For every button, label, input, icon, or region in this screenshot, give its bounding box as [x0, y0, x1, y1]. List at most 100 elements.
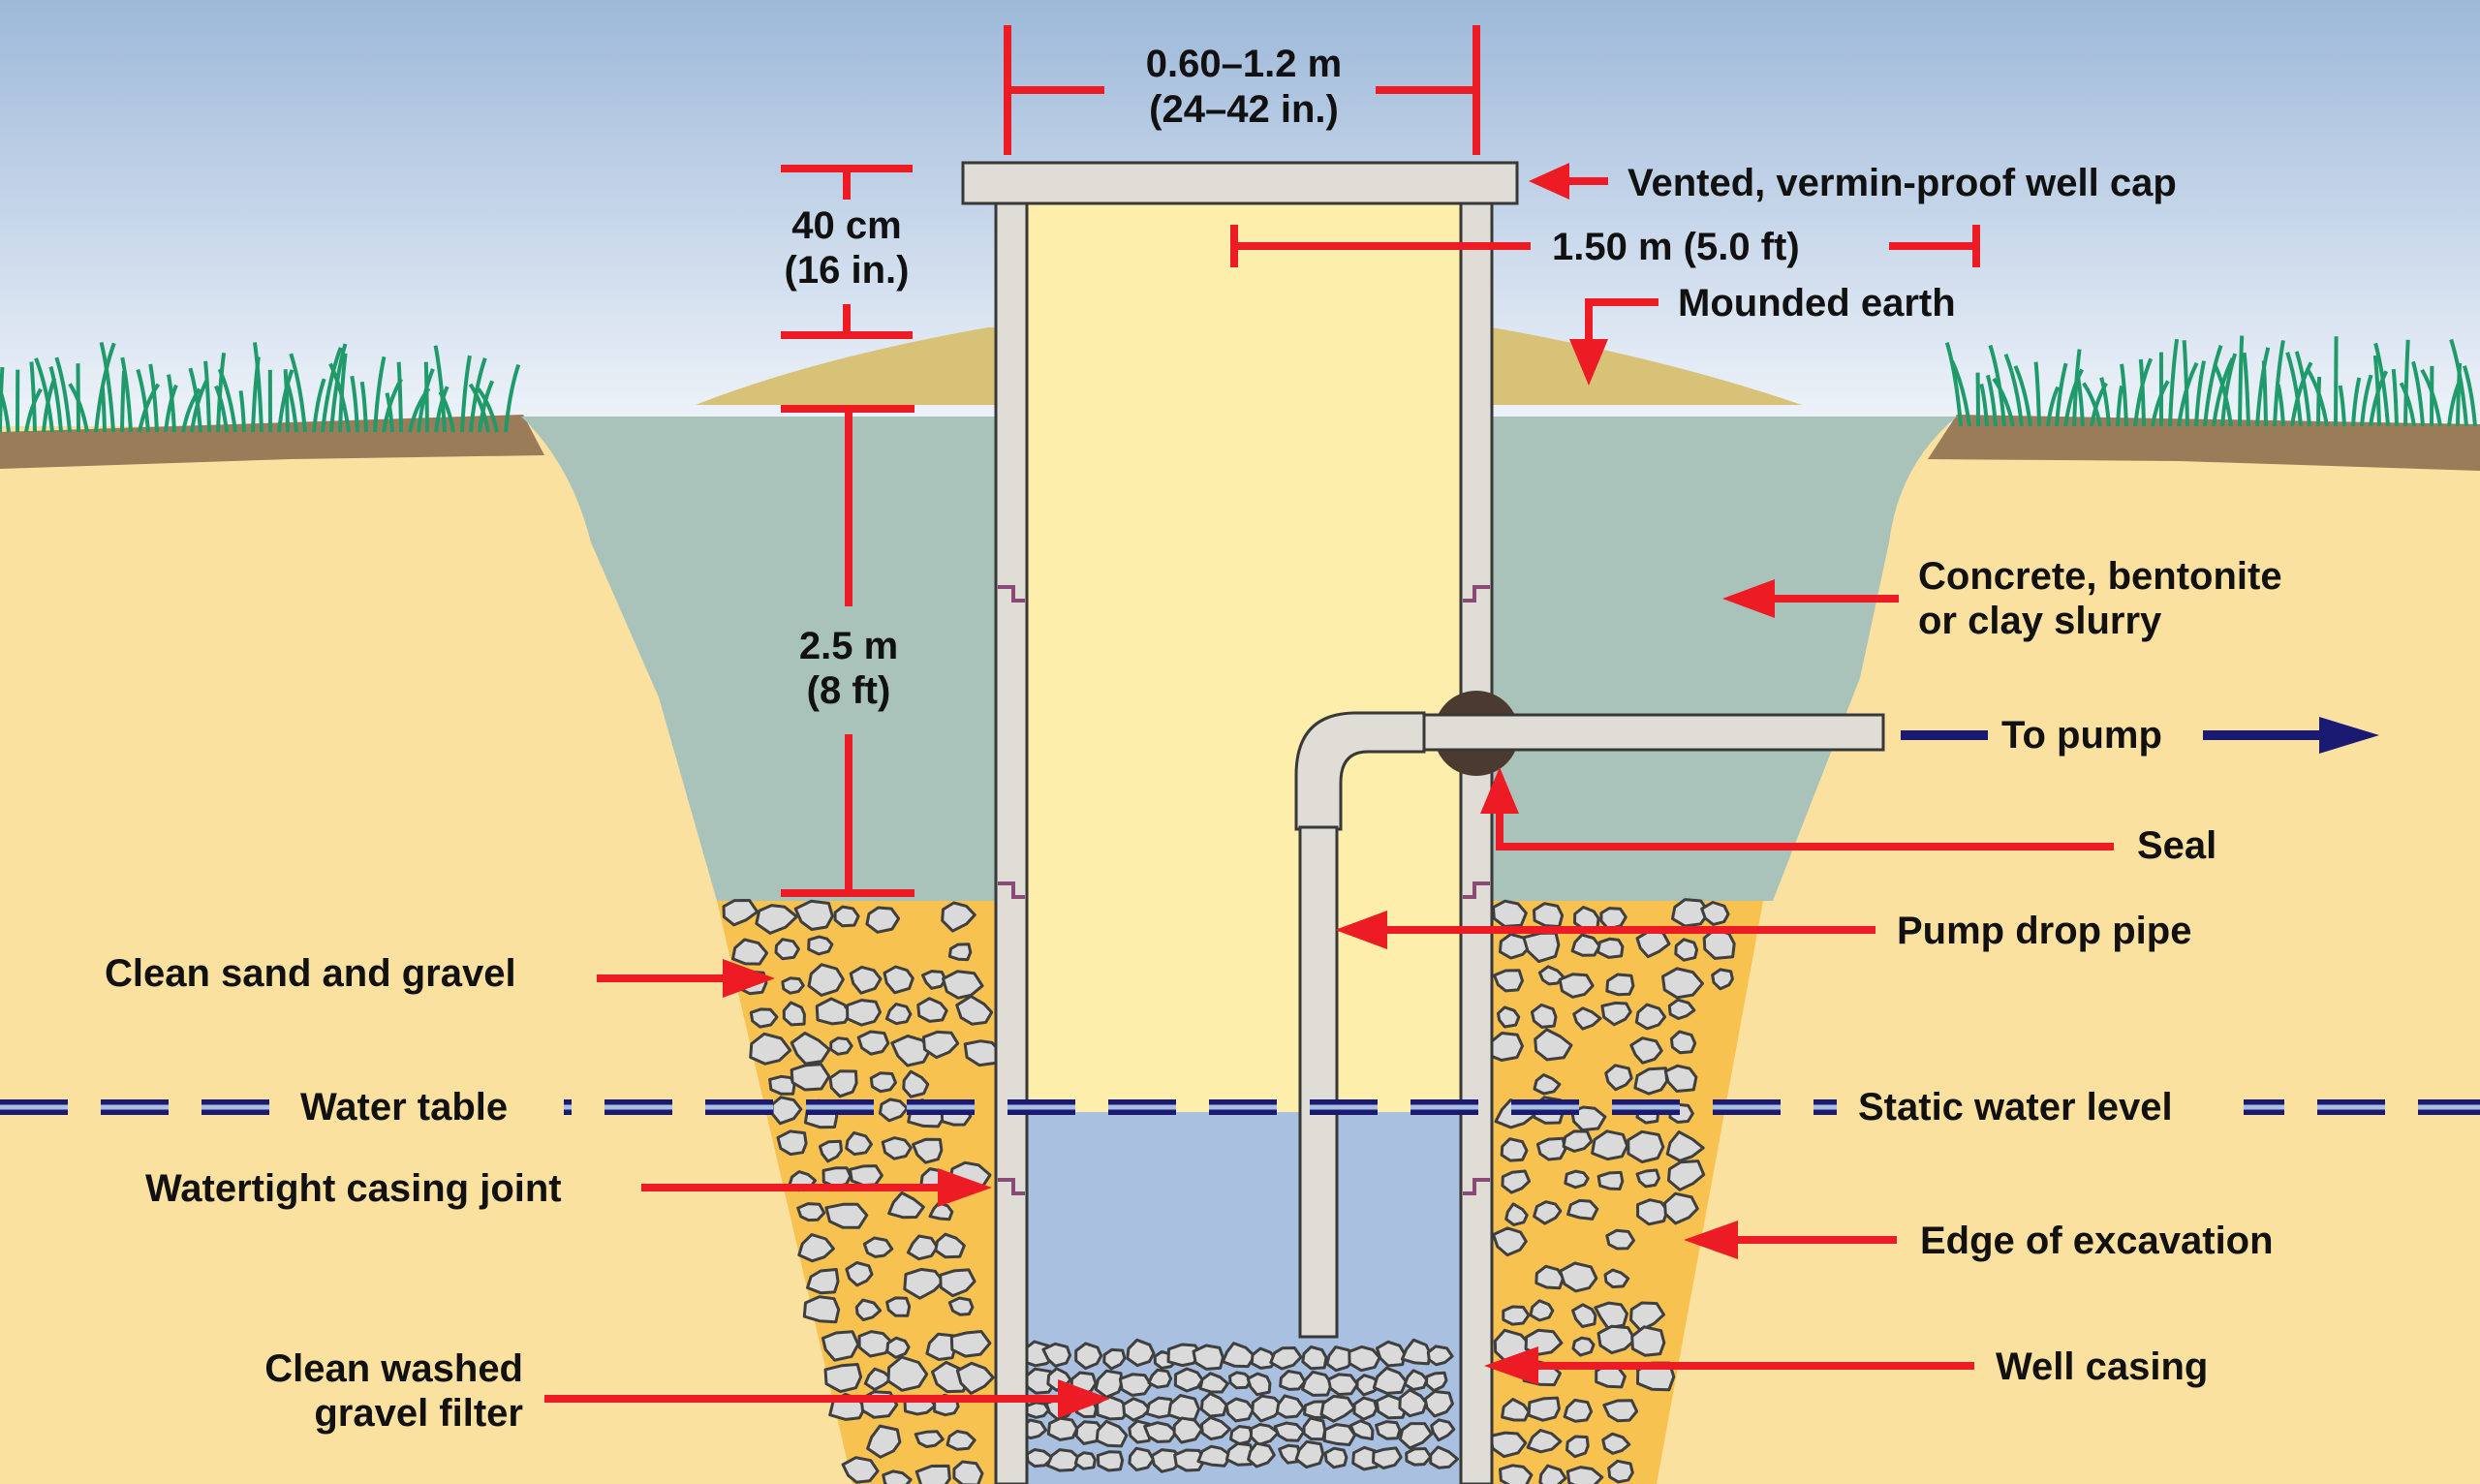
grass-blade: [434, 386, 450, 433]
stone: [1663, 1064, 1698, 1093]
stone: [1426, 1345, 1454, 1367]
stone: [1192, 1344, 1224, 1371]
stone: [1533, 1073, 1562, 1096]
grass-blade: [2403, 339, 2410, 427]
stone: [1348, 1419, 1375, 1440]
stone: [869, 1071, 897, 1094]
stone: [1497, 1005, 1521, 1029]
label-well-cap: Vented, vermin-proof well cap: [1628, 162, 2177, 204]
grass-blade: [99, 341, 115, 433]
grass-blade: [438, 390, 455, 433]
stone: [1562, 1129, 1594, 1153]
stone: [1301, 1345, 1328, 1371]
grass-blade: [1979, 384, 1989, 427]
grass-blade: [385, 392, 394, 433]
grass-blade: [2449, 338, 2468, 427]
grass-blade: [120, 356, 133, 433]
stone: [768, 1074, 796, 1096]
stone: [806, 1268, 840, 1295]
stone: [1166, 1343, 1203, 1368]
stone: [906, 1234, 939, 1261]
stone: [1570, 933, 1601, 957]
label-well-casing: Well casing: [1996, 1345, 2208, 1388]
stone: [1572, 1006, 1602, 1031]
grass-blade: [359, 381, 368, 433]
grass-blade: [2316, 376, 2322, 427]
stone: [1534, 1028, 1573, 1062]
stone: [914, 1430, 945, 1448]
stone: [1221, 1342, 1256, 1369]
grass-blade: [2463, 365, 2477, 427]
stone: [1600, 1001, 1632, 1027]
stone: [1294, 1439, 1325, 1469]
grass-blade: [2338, 385, 2346, 427]
grass-blade: [2120, 363, 2128, 427]
grass-blade: [338, 353, 348, 433]
grass-blade: [2372, 355, 2381, 427]
stone: [1530, 1003, 1558, 1029]
label-gravel-filter-line1: Clean washed: [264, 1347, 523, 1390]
stone: [818, 1139, 843, 1163]
grass-blade: [460, 355, 472, 433]
stone: [949, 1330, 992, 1358]
stone: [1301, 1370, 1333, 1397]
grass-blade: [2399, 382, 2416, 427]
stone: [1375, 1420, 1402, 1440]
stone: [1502, 1305, 1531, 1326]
stone: [885, 1296, 912, 1317]
grass-blade: [1992, 377, 2015, 427]
stone: [1398, 1422, 1434, 1450]
stone: [1249, 1423, 1280, 1446]
dim-cap-width: [1004, 25, 1480, 155]
grass-blade: [188, 367, 202, 433]
grass-blade: [120, 370, 127, 433]
stone: [1143, 1421, 1178, 1443]
stone: [1700, 901, 1730, 926]
grass-blade: [29, 361, 37, 433]
stone: [1492, 899, 1528, 928]
stone: [1118, 1373, 1153, 1397]
stone: [934, 1232, 966, 1259]
stone: [802, 1295, 841, 1324]
stone: [807, 935, 834, 956]
stone: [1096, 1395, 1132, 1421]
label-to-pump: To pump: [2001, 714, 2162, 757]
grass-blade: [283, 369, 290, 433]
label-seal: Seal: [2137, 824, 2216, 867]
stone: [1492, 1226, 1528, 1257]
stone: [939, 1268, 976, 1298]
grass-blade: [54, 356, 72, 433]
grass-blade: [2203, 345, 2223, 427]
grass-blade: [2420, 368, 2442, 427]
stone: [1566, 1198, 1599, 1221]
stone: [1629, 1036, 1663, 1065]
dim-cap-height-line1: 40 cm: [791, 204, 901, 247]
grass-blade: [253, 342, 264, 433]
stone: [1352, 1396, 1379, 1421]
stone: [865, 906, 901, 934]
stone: [1566, 1435, 1590, 1459]
stone: [1627, 1129, 1665, 1163]
stone: [1172, 1416, 1204, 1444]
stone: [1564, 1169, 1590, 1190]
stone: [1498, 932, 1533, 960]
dim-seal-depth-line2: (8 ft): [807, 669, 891, 712]
grass-blade: [1950, 359, 1971, 427]
stone: [1526, 1429, 1563, 1454]
grass-blade: [2391, 368, 2399, 427]
dim-cap-height: [781, 165, 913, 339]
stone: [890, 1035, 932, 1067]
stone: [1596, 937, 1625, 959]
stone: [947, 1296, 975, 1316]
grass-blade: [2055, 362, 2068, 427]
stone: [1607, 1459, 1634, 1484]
grass-blade: [203, 360, 211, 433]
stone: [1571, 1336, 1596, 1357]
stone: [1566, 1466, 1604, 1484]
grass-blade: [312, 378, 326, 433]
grass-blade: [214, 385, 229, 433]
stone: [902, 1069, 930, 1098]
stone: [821, 1330, 860, 1362]
grass-blade: [504, 363, 521, 433]
grass-blade: [2116, 386, 2124, 427]
